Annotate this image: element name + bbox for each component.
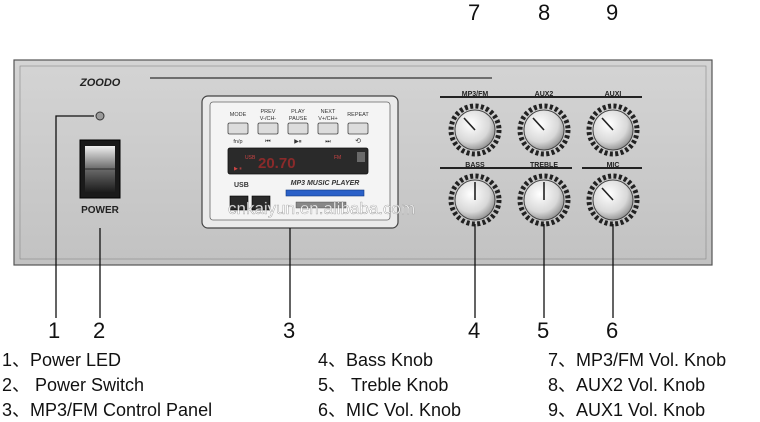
power-led — [95, 111, 105, 121]
bass-knob[interactable] — [448, 173, 502, 227]
power-label: POWER — [81, 205, 120, 216]
legend-item-4: 4、Bass Knob — [318, 350, 434, 370]
legend-item-5: 5、 Treble Knob — [318, 375, 449, 395]
svg-text:REPEAT: REPEAT — [347, 112, 369, 118]
mic-volume-knob[interactable] — [586, 173, 640, 227]
legend-item-8: 8、AUX2 Vol. Knob — [548, 375, 706, 395]
power-switch[interactable] — [79, 139, 121, 199]
callout-5: 5 — [537, 318, 549, 343]
svg-text:⏭: ⏭ — [325, 139, 331, 145]
svg-text:MODE: MODE — [230, 112, 247, 118]
watermark: cnkaiyun.en.alibaba.com — [228, 199, 415, 218]
card-slot[interactable] — [295, 201, 347, 209]
knob-label-aux1: AUXI — [605, 91, 622, 98]
legend-item-1: 1、Power LED — [2, 350, 122, 370]
callout-9: 9 — [606, 0, 618, 25]
callout-8: 8 — [538, 0, 550, 25]
svg-text:USB: USB — [245, 155, 256, 161]
legend-item-9: 9、AUX1 Vol. Knob — [548, 400, 706, 420]
mp3-control-panel: MODE fn/p PREV V-/CH- ⏮ PLAY PAUSE ▶⏸ NE… — [201, 95, 399, 229]
callout-4: 4 — [468, 318, 480, 343]
callout-1: 1 — [48, 318, 60, 343]
knob-label-mp3fm: MP3/FM — [462, 91, 489, 98]
mp3-player-label: MP3 MUSIC PLAYER — [291, 180, 360, 187]
svg-text:20.70: 20.70 — [258, 155, 296, 172]
mp3fm-volume-knob[interactable] — [448, 103, 502, 157]
usb-port[interactable] — [229, 195, 249, 211]
legend-item-3: 3、MP3/FM Control Panel — [2, 400, 213, 420]
mp3-display: USB FM 20.70 ▶ ⏸ — [227, 147, 369, 175]
svg-text:▶⏸: ▶⏸ — [294, 139, 302, 145]
svg-text:FM: FM — [334, 155, 341, 161]
mp3-button-next[interactable]: NEXT V+/CH+ ⏭ — [317, 109, 339, 145]
callout-7: 7 — [468, 0, 480, 25]
legend-item-6: 6、MIC Vol. Knob — [318, 400, 462, 420]
svg-text:fn/p: fn/p — [233, 139, 242, 145]
svg-text:⏮: ⏮ — [265, 139, 271, 145]
treble-knob[interactable] — [517, 173, 571, 227]
knob-label-bass: BASS — [465, 162, 485, 169]
knob-label-treble: TREBLE — [530, 162, 558, 169]
svg-text:⟲: ⟲ — [355, 138, 361, 145]
legend-item-2: 2、 Power Switch — [2, 375, 145, 395]
knob-label-mic: MIC — [607, 162, 620, 169]
sd-card-slot[interactable] — [285, 189, 365, 197]
mp3-button-prev[interactable]: PREV V-/CH- ⏮ — [257, 109, 279, 145]
svg-text:V-/CH-: V-/CH- — [260, 116, 277, 122]
aux2-volume-knob[interactable] — [517, 103, 571, 157]
usb-logo: USB — [234, 182, 249, 189]
svg-text:PLAY: PLAY — [291, 109, 305, 115]
mp3-button-mode[interactable]: MODE fn/p — [227, 112, 249, 145]
svg-text:▶ ⏸: ▶ ⏸ — [234, 166, 242, 172]
svg-text:PAUSE: PAUSE — [289, 116, 308, 122]
callout-2: 2 — [93, 318, 105, 343]
legend-item-7: 7、MP3/FM Vol. Knob — [548, 350, 727, 370]
callout-6: 6 — [606, 318, 618, 343]
mp3-button-play-pause[interactable]: PLAY PAUSE ▶⏸ — [287, 109, 309, 145]
front-panel-inner-border — [19, 65, 707, 260]
mp3-button-repeat[interactable]: REPEAT ⟲ — [347, 112, 369, 145]
brand-logo: ZOODO — [79, 77, 121, 89]
leader-line-1 — [55, 115, 94, 318]
aux1-volume-knob[interactable] — [586, 103, 640, 157]
callout-3: 3 — [283, 318, 295, 343]
usb-port[interactable] — [251, 195, 271, 211]
svg-text:PREV: PREV — [261, 109, 276, 115]
svg-text:NEXT: NEXT — [321, 109, 336, 115]
svg-text:V+/CH+: V+/CH+ — [318, 116, 338, 122]
knob-label-aux2: AUX2 — [535, 91, 554, 98]
